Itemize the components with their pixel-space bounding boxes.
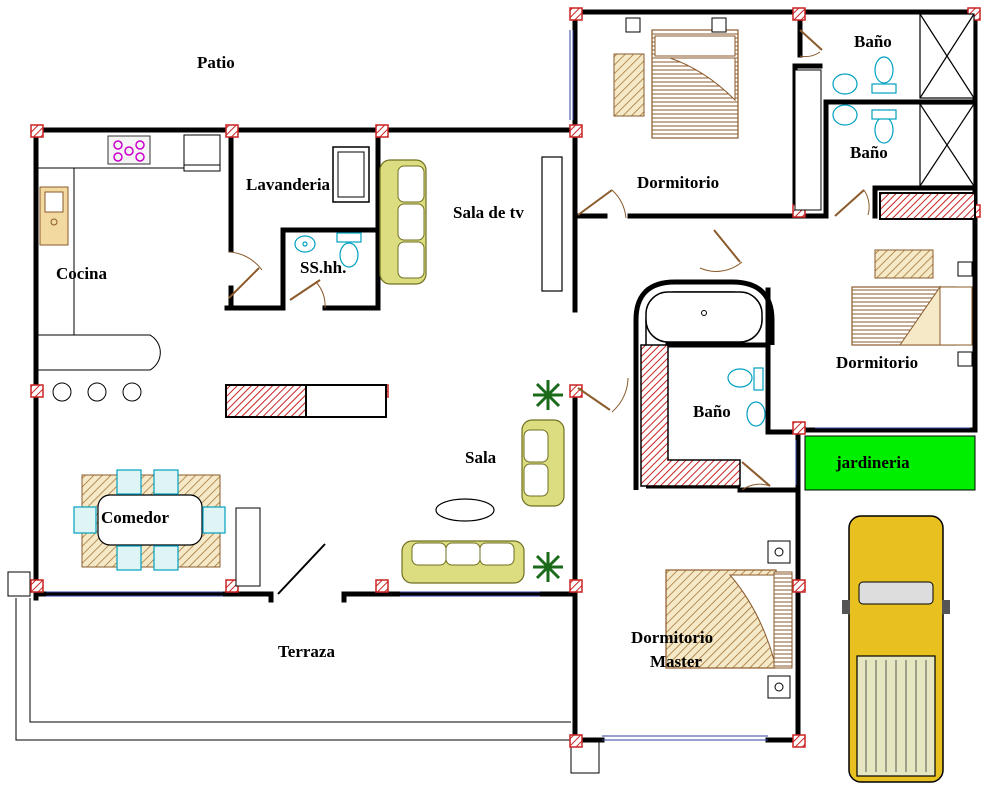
room-labels: Patio Lavanderia Sala de tv Cocina SS.hh… bbox=[56, 32, 918, 671]
sink-icon bbox=[832, 73, 858, 95]
plant-icon bbox=[533, 380, 563, 410]
car-icon bbox=[842, 515, 950, 783]
kitchen-fixtures bbox=[38, 134, 221, 402]
living-room-furniture bbox=[401, 380, 565, 584]
dining-furniture bbox=[73, 469, 261, 587]
laundry-sink-icon bbox=[332, 146, 370, 203]
label-cocina: Cocina bbox=[56, 264, 108, 283]
label-sala: Sala bbox=[465, 448, 497, 467]
label-dormitorio-master-2: Master bbox=[650, 652, 702, 671]
tv-unit bbox=[541, 156, 563, 292]
label-dormitorio-1: Dormitorio bbox=[637, 173, 719, 192]
hatched-beam-sala bbox=[225, 384, 307, 418]
walls bbox=[33, 9, 978, 743]
hatched-beam-bedroom bbox=[879, 192, 976, 220]
toilet-icon bbox=[874, 56, 894, 84]
sink-icon bbox=[746, 401, 766, 427]
stool-icon bbox=[52, 382, 72, 402]
windows bbox=[46, 30, 970, 741]
master-bath-tub-wall bbox=[633, 279, 775, 490]
label-lavanderia: Lavanderia bbox=[246, 175, 331, 194]
label-patio: Patio bbox=[197, 53, 235, 72]
label-jardineria: jardineria bbox=[835, 453, 910, 472]
tv-room-furniture bbox=[379, 156, 563, 292]
toilet-icon bbox=[874, 116, 894, 144]
fridge-icon bbox=[183, 134, 221, 172]
label-sala-tv: Sala de tv bbox=[453, 203, 524, 222]
stool-icon bbox=[122, 382, 142, 402]
bedroom-1-furniture bbox=[613, 17, 822, 211]
garden-area bbox=[804, 435, 976, 491]
doors bbox=[228, 29, 870, 595]
toilet-icon bbox=[727, 368, 753, 388]
closet-icon bbox=[794, 69, 822, 211]
label-terraza: Terraza bbox=[278, 642, 335, 661]
bathroom-fixtures bbox=[727, 13, 975, 427]
sshh-fixtures bbox=[294, 232, 362, 268]
bedroom-2-furniture bbox=[851, 249, 973, 367]
dining-table-icon bbox=[97, 494, 203, 546]
sink-icon bbox=[832, 104, 858, 126]
label-bano-master: Baño bbox=[693, 402, 731, 421]
label-sshh: SS.hh. bbox=[300, 258, 346, 277]
toilet-icon bbox=[336, 232, 362, 243]
label-dormitorio-2: Dormitorio bbox=[836, 353, 918, 372]
coffee-table-icon bbox=[435, 498, 495, 522]
label-bano-1: Baño bbox=[854, 32, 892, 51]
label-dormitorio-master-1: Dormitorio bbox=[631, 628, 713, 647]
label-comedor: Comedor bbox=[101, 508, 169, 527]
beam-sala-right bbox=[305, 384, 387, 418]
rug-icon bbox=[874, 249, 934, 279]
label-bano-2: Baño bbox=[850, 143, 888, 162]
terraza-outline bbox=[7, 571, 600, 774]
stool-icon bbox=[87, 382, 107, 402]
rug-icon bbox=[613, 53, 645, 117]
master-bedroom-furniture bbox=[665, 540, 793, 699]
plant-icon bbox=[533, 552, 563, 582]
